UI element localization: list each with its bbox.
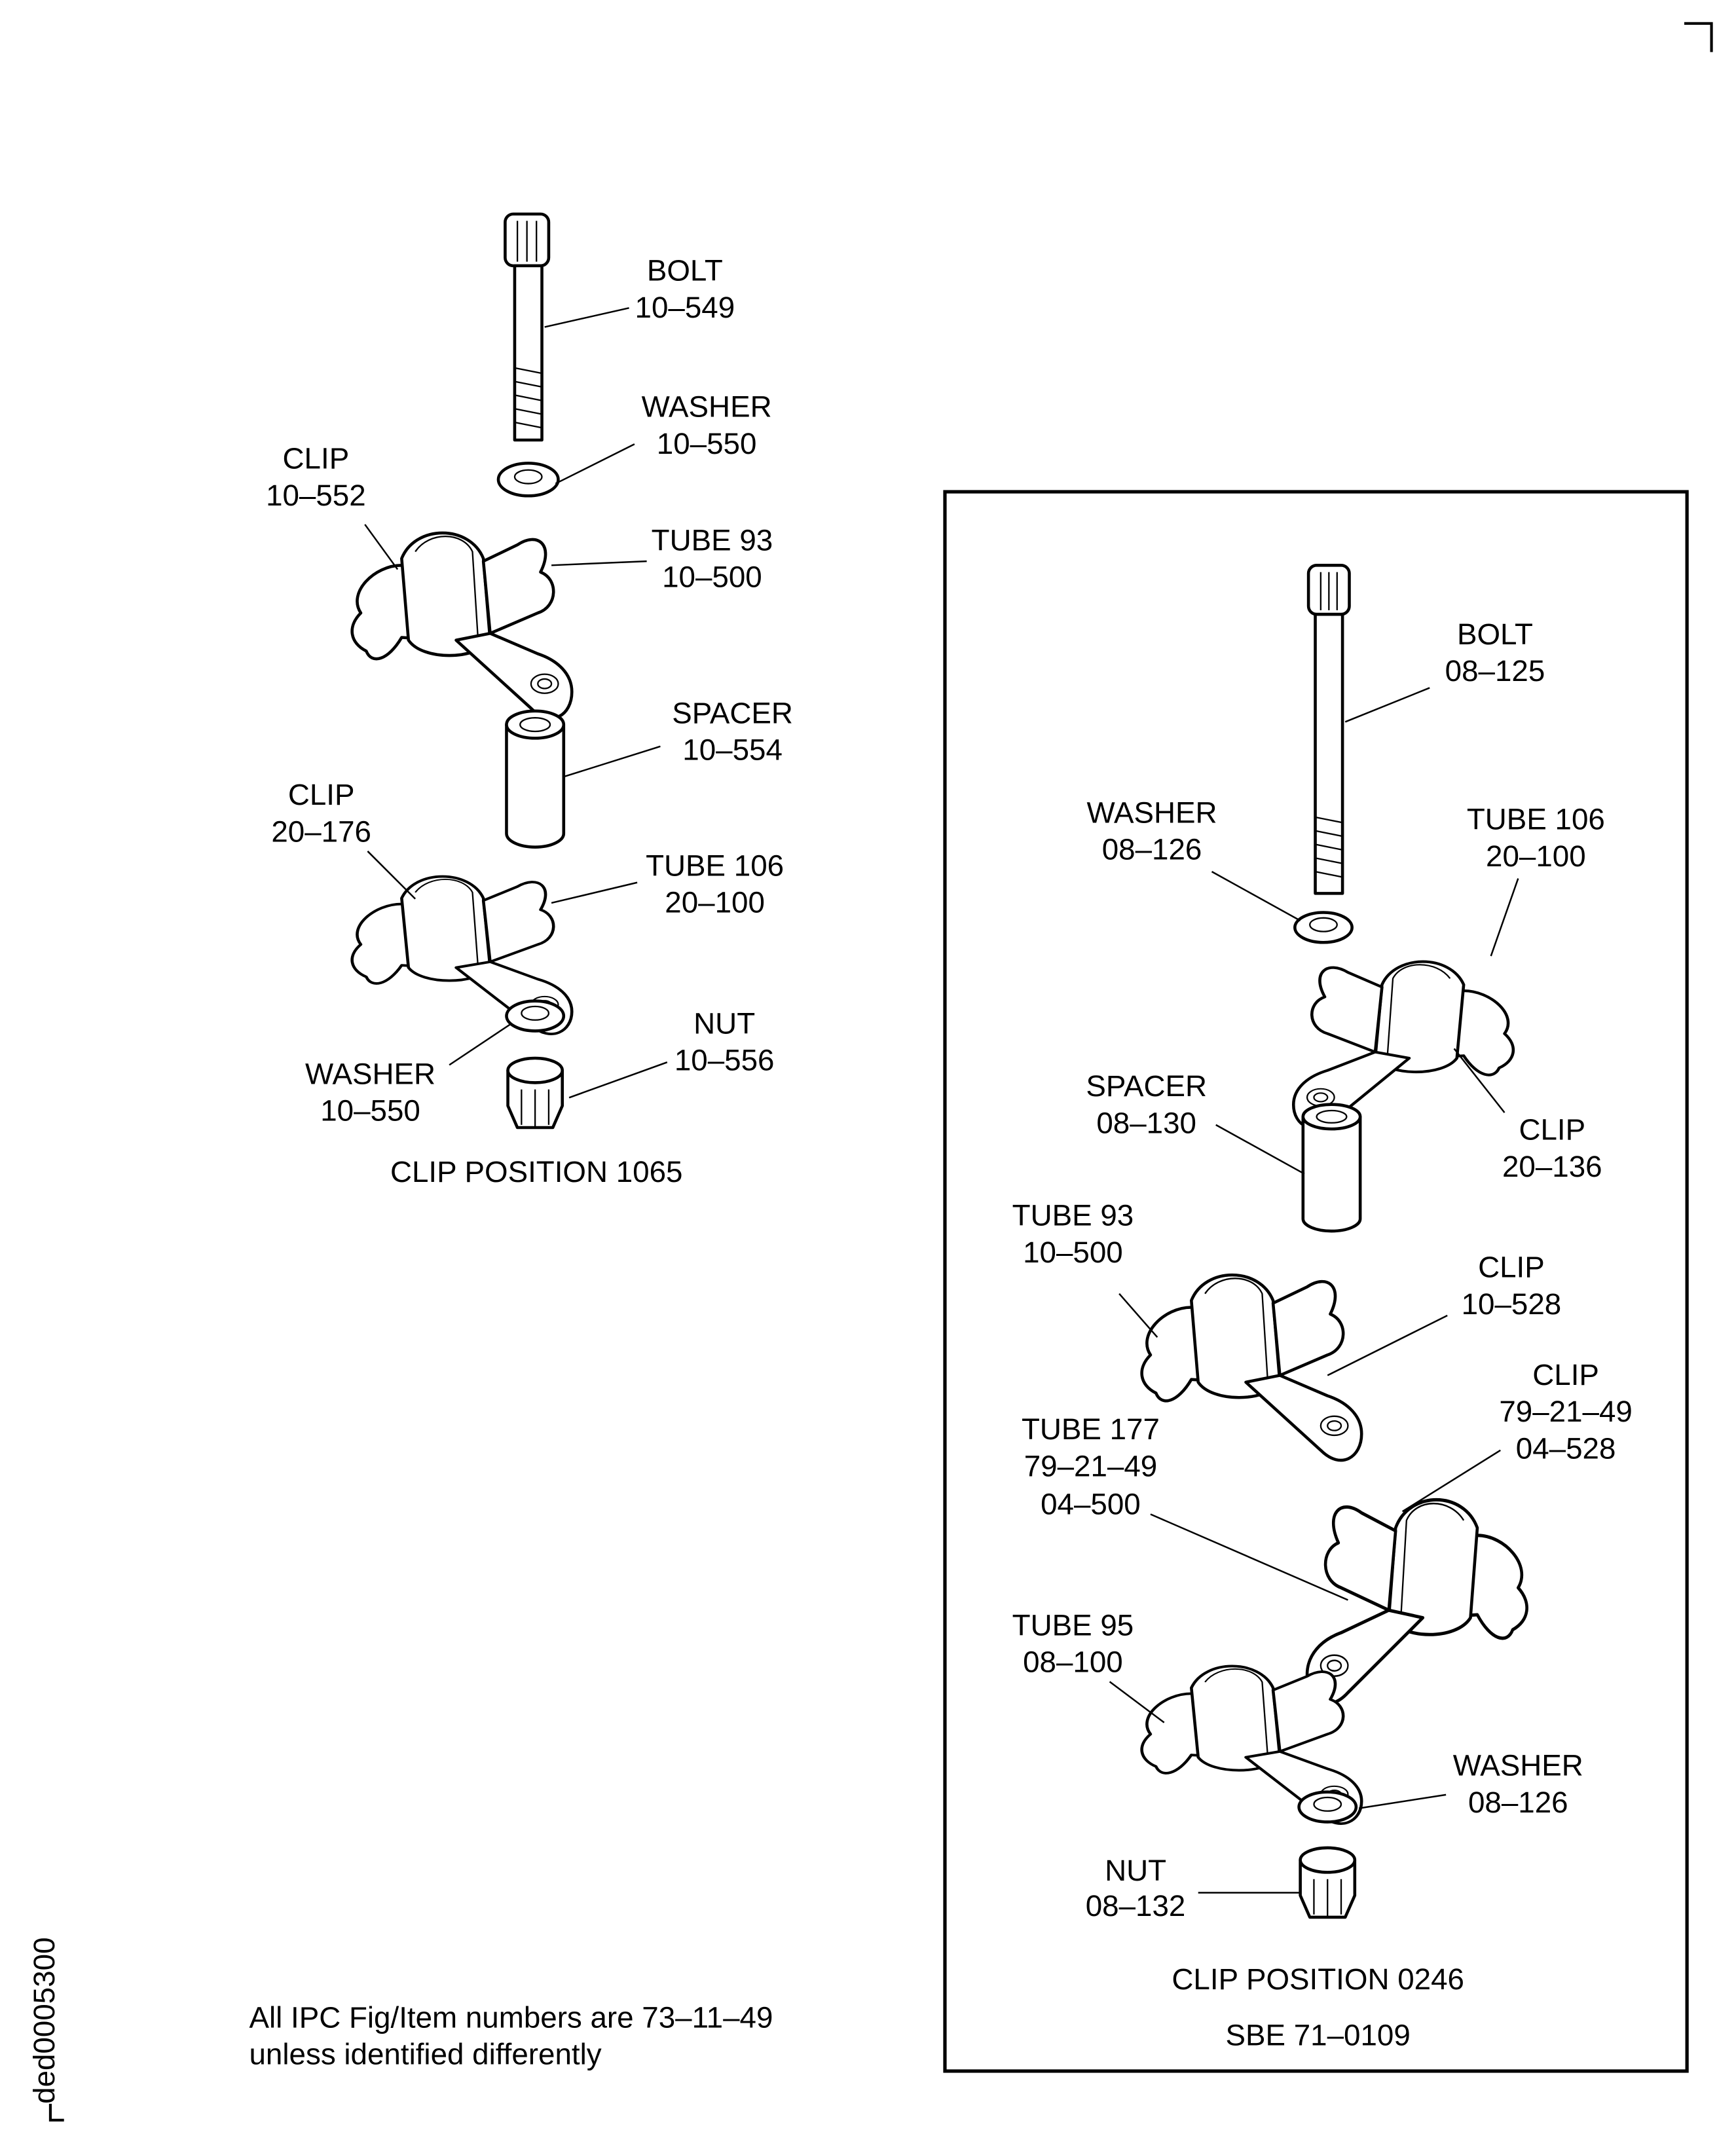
spacer-drawing (505, 709, 566, 849)
label-tube-95-name: TUBE 95 (1012, 1609, 1134, 1642)
clip-tube-93-drawing (352, 533, 572, 718)
label-bolt-name: BOLT (1457, 617, 1533, 651)
note-line-1: All IPC Fig/Item numbers are 73–11–49 (249, 2000, 773, 2034)
label-nut-name: NUT (693, 1007, 755, 1040)
clip-tube-93-drawing (1142, 1275, 1362, 1460)
right-assembly: BOLT 08–125 WASHER 08–126 TUBE 106 20–10… (1012, 564, 1633, 2051)
left-assembly: BOLT 10–549 WASHER 10–550 CLIP 10–552 TU… (266, 212, 793, 1188)
label-tube-106-name: TUBE 106 (1467, 803, 1605, 836)
corner-crop-mark-bottom-left (48, 2103, 64, 2122)
label-bolt-number: 10–549 (635, 291, 735, 324)
clip-tube-177-drawing (1307, 1499, 1527, 1703)
label-washer-bottom-name: WASHER (305, 1057, 435, 1090)
label-clip-10-528-number: 10–528 (1462, 1287, 1562, 1321)
label-tube-93-number: 10–500 (662, 561, 762, 594)
label-washer-bottom-name: WASHER (1453, 1749, 1583, 1782)
nut-drawing (506, 1056, 564, 1130)
label-clip-20-136-number: 20–136 (1502, 1150, 1602, 1183)
washer-bottom-drawing (1297, 1790, 1358, 1824)
note-line-2: unless identified differently (249, 2038, 601, 2071)
label-clip-1-name: CLIP (283, 442, 350, 475)
bolt-drawing (1306, 564, 1351, 895)
label-clip-04-528-name: CLIP (1532, 1358, 1599, 1391)
label-spacer-name: SPACER (1086, 1069, 1207, 1103)
label-tube-106-name: TUBE 106 (646, 849, 784, 882)
label-clip-04-528-chapter: 79–21–49 (1499, 1395, 1632, 1428)
label-spacer-number: 10–554 (682, 733, 783, 767)
right-reference: SBE 71–0109 (1226, 2018, 1411, 2051)
label-spacer-number: 08–130 (1096, 1106, 1196, 1139)
label-tube-93-number: 10–500 (1023, 1236, 1123, 1269)
right-caption: CLIP POSITION 0246 (1172, 1962, 1464, 1996)
label-washer-top-name: WASHER (1086, 796, 1217, 829)
label-washer-top-number: 08–126 (1102, 832, 1202, 866)
label-tube-95-number: 08–100 (1023, 1646, 1123, 1679)
label-clip-2-name: CLIP (288, 778, 355, 811)
label-tube-177-name: TUBE 177 (1022, 1412, 1160, 1446)
washer-drawing (496, 462, 560, 498)
washer-top-drawing (1293, 911, 1354, 944)
label-bolt-name: BOLT (647, 254, 723, 287)
label-nut-number: 10–556 (674, 1044, 775, 1077)
label-washer-number: 10–550 (657, 427, 757, 460)
label-clip-20-136-name: CLIP (1519, 1113, 1585, 1147)
label-bolt-number: 08–125 (1445, 654, 1545, 688)
label-tube-177-number: 04–500 (1041, 1488, 1141, 1521)
label-nut-name: NUT (1105, 1854, 1166, 1887)
spacer-drawing (1301, 1103, 1362, 1233)
label-tube-106-number: 20–100 (1486, 839, 1586, 873)
label-clip-1-number: 10–552 (266, 479, 366, 512)
label-tube-93-name: TUBE 93 (1012, 1199, 1134, 1232)
right-assembly-frame (943, 490, 1689, 2073)
label-tube-106-number: 20–100 (665, 886, 765, 919)
label-tube-177-chapter: 79–21–49 (1024, 1449, 1157, 1482)
label-clip-2-number: 20–176 (271, 815, 371, 848)
label-washer-bottom-number: 10–550 (320, 1094, 420, 1128)
left-caption: CLIP POSITION 1065 (390, 1155, 683, 1188)
label-nut-number: 08–132 (1086, 1889, 1186, 1922)
bolt-drawing (504, 212, 551, 442)
nut-drawing (1299, 1846, 1357, 1919)
label-clip-04-528-number: 04–528 (1516, 1431, 1616, 1465)
label-tube-93-name: TUBE 93 (652, 523, 773, 557)
label-washer-name: WASHER (642, 390, 772, 424)
washer-bottom-drawing (505, 999, 566, 1033)
corner-crop-mark-top-right (1684, 22, 1713, 52)
label-spacer-name: SPACER (672, 696, 793, 729)
drawing-id: ded0005300 (28, 1937, 61, 2103)
label-washer-bottom-number: 08–126 (1468, 1786, 1568, 1819)
label-clip-10-528-name: CLIP (1478, 1251, 1545, 1284)
